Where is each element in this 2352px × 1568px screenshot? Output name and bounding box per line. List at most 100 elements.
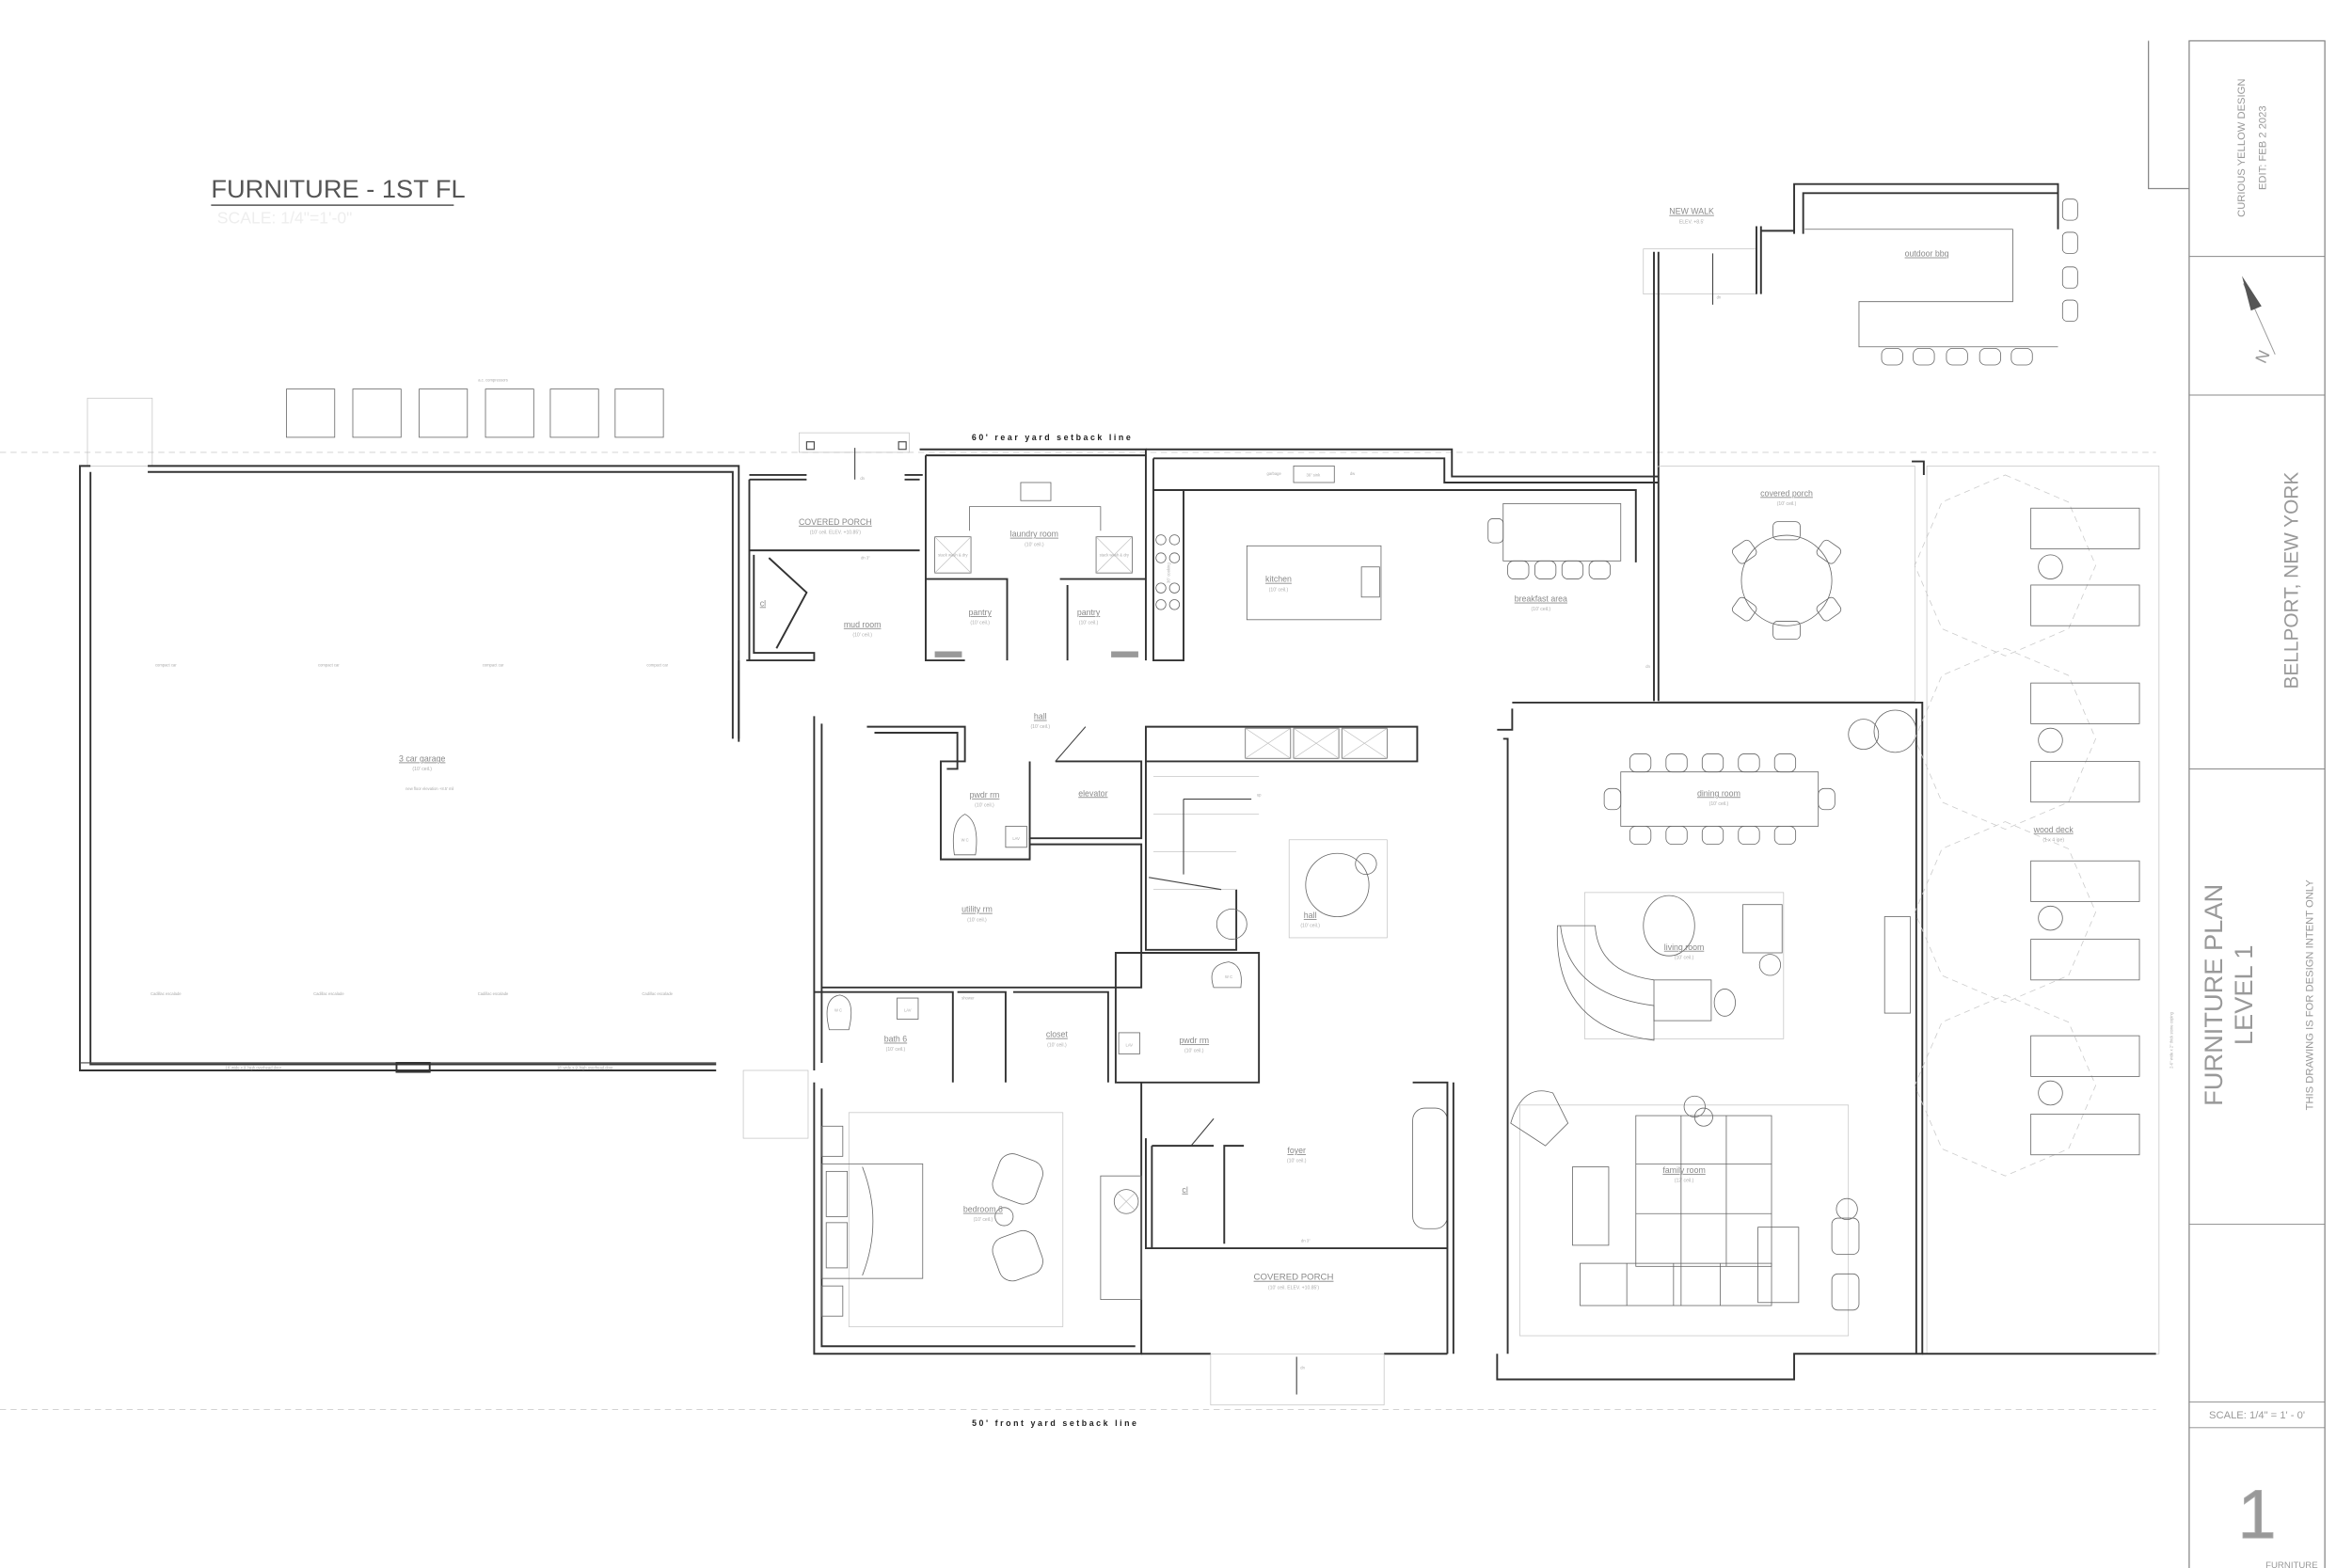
rear-porch-mudroom: dn COVERED PORCH (10' ceil. ELEV. +10.85… [738, 432, 923, 1070]
room-ceiling-note: (10' ceil.) [1030, 724, 1050, 730]
room-label: elevator [1078, 788, 1107, 798]
plan-level: LEVEL 1 [2229, 945, 2258, 1046]
room-label: mud room [844, 620, 882, 629]
room-label: pwdr rm [1179, 1036, 1209, 1045]
room-label: COVERED PORCH [1254, 1273, 1334, 1283]
room-label: covered porch [1760, 488, 1813, 498]
plan-note: dw [1350, 471, 1356, 476]
plan-note: shower [961, 996, 975, 1001]
room-ceiling-note: (10' ceil.) [1675, 955, 1694, 960]
room-label: 3 car garage [399, 753, 445, 763]
room-label: family room [1662, 1165, 1705, 1175]
room-ceiling-note: (12' ceil.) [1675, 1179, 1694, 1184]
room-label: outdoor bbq [1905, 249, 1949, 259]
plan-note: stack wash & dry [1100, 553, 1130, 558]
outdoor-bbq: outdoor bbq dn NEW WALK ELEV. +8.5' [1643, 182, 2078, 467]
room-label: foyer [1287, 1146, 1306, 1155]
room-ceiling-note: ELEV. +8.5' [1679, 219, 1705, 225]
room-ceiling-note: (10' ceil.) [1025, 542, 1044, 547]
plan-note: LAV [1012, 836, 1020, 841]
room-label: utility rm [961, 905, 993, 914]
north-arrow-icon: N [2242, 276, 2276, 366]
room-ceiling-note: (10' ceil.) [1300, 924, 1320, 929]
room-ceiling-note: (10' ceil.) [975, 803, 994, 809]
plan-note: dn [1645, 664, 1650, 669]
room-ceiling-note: (10' ceil.) [1047, 1042, 1067, 1048]
room-ceiling-note: (10' ceil.) [1709, 801, 1729, 807]
plan-note: compact car [483, 663, 504, 668]
room-label: cl [760, 598, 766, 608]
laundry-pantry: laundry room (10' ceil.) stack wash & dr… [919, 448, 1147, 662]
room-ceiling-note: (10' ceil.) [412, 767, 432, 772]
plan-note: dn [1300, 1365, 1305, 1370]
bath-closet-wing: W C LAV shower bath 6 (10' ceil.) closet… [814, 952, 1261, 1084]
scale-label: SCALE: 1/4" = 1' - 0' [2209, 1410, 2305, 1421]
plan-note: Cadillac escalade [478, 991, 509, 996]
room-ceiling-note: (10' ceil. ELEV. +10.85') [810, 530, 861, 535]
plan-note: dn 3" [861, 556, 870, 561]
sheet-name: FURNITURE [2265, 1560, 2318, 1568]
room-ceiling-note: (10' ceil.) [886, 1047, 906, 1053]
disclaimer: THIS DRAWING IS FOR DESIGN INTENT ONLY [2304, 879, 2315, 1111]
room-label: bath 6 [884, 1035, 908, 1044]
plan-note: a.c. compressors [478, 378, 508, 383]
room-ceiling-note: (10' ceil.) [1079, 621, 1099, 626]
room-label: bedroom 6 [963, 1205, 1003, 1214]
room-label: breakfast area [1515, 594, 1567, 604]
room-label: living room [1664, 942, 1705, 952]
plan-note: compact car [646, 663, 668, 668]
room-ceiling-note: (10' ceil.) [1777, 501, 1797, 507]
plan-note: dn [1717, 294, 1722, 299]
room-ceiling-note: (10' ceil.) [970, 621, 990, 626]
sheet-number: 1 [2238, 1475, 2277, 1553]
room-ceiling-note: (10' ceil.) [974, 1217, 993, 1223]
plan-note: 2-6" wide x 2" thick stone coping [2169, 1011, 2173, 1068]
plan-note: compact car [155, 663, 177, 668]
room-ceiling-note: (10' ceil.) [852, 632, 872, 638]
room-label: NEW WALK [1669, 207, 1714, 216]
plan-note: dn 3" [1301, 1239, 1311, 1243]
sheet-title: FURNITURE - 1ST FL [211, 174, 465, 203]
central-core: hall (10' ceil.) pwdr rm (10' ceil.) W C… [821, 712, 1419, 989]
room-label: dining room [1697, 788, 1740, 798]
room-label: cl [1182, 1185, 1187, 1195]
room-label: pantry [968, 608, 992, 617]
garage: 3 car garage (10' ceil.) new floor eleva… [78, 397, 809, 1139]
room-ceiling-note: (10' ceil.) [1287, 1159, 1307, 1164]
plan-note: LAV [1126, 1042, 1134, 1047]
room-ceiling-note: (10' ceil.) [1269, 587, 1289, 593]
plan-note: dn [860, 476, 865, 481]
plan-note: W C [961, 837, 969, 842]
kitchen: 36" cooking garbage 36" sink dw kitchen … [1145, 448, 1659, 662]
plan-note: up [1257, 792, 1262, 797]
sheet-scale-note: SCALE: 1/4"=1'-0" [217, 208, 353, 227]
room-label: pwdr rm [970, 790, 1000, 800]
room-ceiling-note: (10' ceil.) [1532, 607, 1551, 612]
ac-compressors: a.c. compressors [286, 378, 664, 438]
firm-name: CURIOUS YELLOW DESIGN [2236, 79, 2248, 217]
plan-note: Cadillac escalade [313, 991, 344, 996]
great-room: dining room (10' ceil.) living room (10'… [1496, 702, 1924, 1381]
plan-note: Cadillac escalade [642, 991, 673, 996]
room-ceiling-note: new floor elevation +8.5' mil [405, 786, 453, 791]
room-label: pantry [1077, 608, 1101, 617]
foyer: cl foyer (10' ceil.) dn 3" COVERED PORCH… [1141, 1081, 1454, 1406]
room-ceiling-note: (10' ceil. ELEV. +10.85') [1268, 1285, 1319, 1291]
plan-note: Cadillac escalade [151, 991, 182, 996]
plan-note: W C [834, 1007, 842, 1012]
room-label: laundry room [1010, 530, 1058, 539]
plan-note: garbage [1267, 471, 1282, 476]
rear-setback-label: 60' rear yard setback line [972, 433, 1133, 442]
cooktop-note: 36" cooking [1167, 562, 1171, 583]
room-label: hall [1304, 911, 1317, 920]
plan-note: N [2251, 347, 2274, 366]
wood-deck: wood deck (1 x 4 ipe) 2-6" wide x 2" thi… [1914, 466, 2173, 1355]
room-ceiling-note: (10' ceil.) [1184, 1049, 1204, 1054]
plan-note: W C [1225, 974, 1232, 979]
plan-title: FURNITURE PLAN [2199, 884, 2228, 1106]
room-label: kitchen [1265, 575, 1292, 584]
plan-note: LAV [904, 1007, 912, 1012]
project-location: BELLPORT, NEW YORK [2280, 472, 2302, 689]
room-ceiling-note: (1 x 4 ipe) [2042, 837, 2064, 843]
